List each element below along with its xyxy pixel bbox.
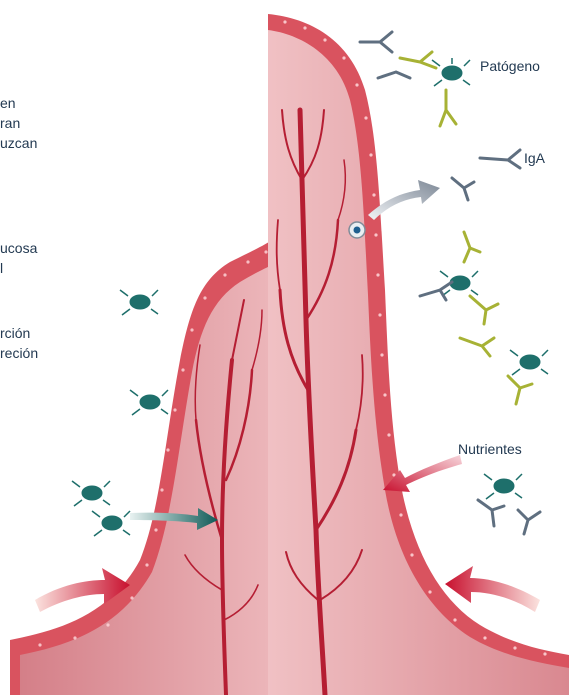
iga-antibody xyxy=(508,376,532,404)
side-text-line: ucosa xyxy=(0,238,37,258)
pathogen xyxy=(92,511,130,536)
side-text-line: uzcan xyxy=(0,133,37,153)
pathogen xyxy=(120,290,158,315)
iga-antibody xyxy=(420,282,452,300)
side-text-line: reción xyxy=(0,343,38,363)
side-text-line: rción xyxy=(0,323,30,343)
iga-antibody xyxy=(460,338,494,356)
iga-antibody xyxy=(360,32,392,52)
pathogen xyxy=(130,390,168,415)
iga-label: IgA xyxy=(524,150,545,166)
right-red-arrow xyxy=(445,566,540,612)
iga-antibody xyxy=(452,178,474,200)
immune-cell xyxy=(349,222,365,238)
pathogen xyxy=(440,271,478,296)
iga-antibody xyxy=(518,510,540,534)
iga-antibody xyxy=(464,232,480,262)
side-text-line: en xyxy=(0,93,16,113)
iga-antibody xyxy=(470,296,498,324)
pathogen-label: Patógeno xyxy=(480,58,540,74)
side-text-line: ran xyxy=(0,113,20,133)
pathogen xyxy=(432,58,470,86)
pathogen xyxy=(72,481,110,506)
pathogen xyxy=(510,350,548,375)
iga-antibody xyxy=(400,52,436,68)
iga-antibody xyxy=(378,72,410,78)
iga-antibody xyxy=(440,90,456,126)
side-text-line: l xyxy=(0,258,3,278)
iga-antibody xyxy=(480,150,520,168)
pathogen xyxy=(484,474,522,499)
iga-antibody xyxy=(478,500,504,526)
nutrients-label: Nutrientes xyxy=(458,441,522,457)
